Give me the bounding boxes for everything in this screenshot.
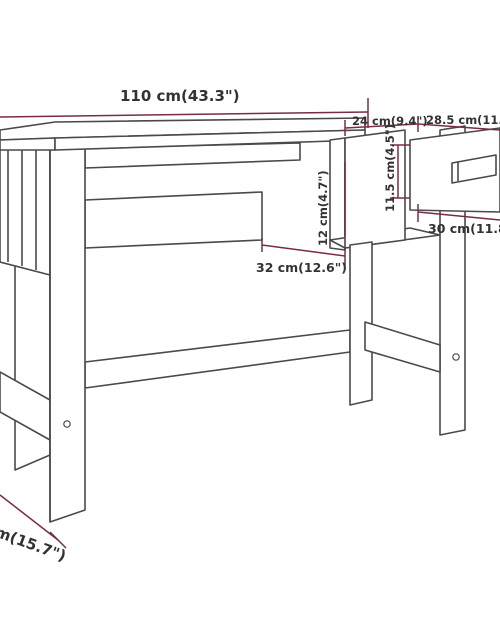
- label-shelf-gap: 12 cm(4.7"): [316, 170, 330, 246]
- screw-icon: [452, 353, 460, 361]
- desk-illustration: [0, 117, 500, 523]
- left-side-panel: [0, 139, 51, 276]
- label-shelf-width: 24 cm(9.4"): [352, 114, 428, 128]
- label-drawer-height: 11.5 cm(4.5"): [383, 124, 397, 212]
- tabletop: [0, 117, 366, 151]
- label-drawer-depth: 30 cm(11.8: [428, 221, 500, 236]
- label-width: 110 cm(43.3"): [120, 87, 240, 105]
- label-shelf-depth: 32 cm(12.6"): [256, 260, 347, 275]
- screw-icon: [63, 420, 71, 428]
- drawer: [409, 127, 500, 213]
- label-depth: m(15.7"): [0, 523, 68, 565]
- dimension-lines: [0, 98, 500, 549]
- label-drawer-width: 28.5 cm(11.2: [426, 113, 500, 127]
